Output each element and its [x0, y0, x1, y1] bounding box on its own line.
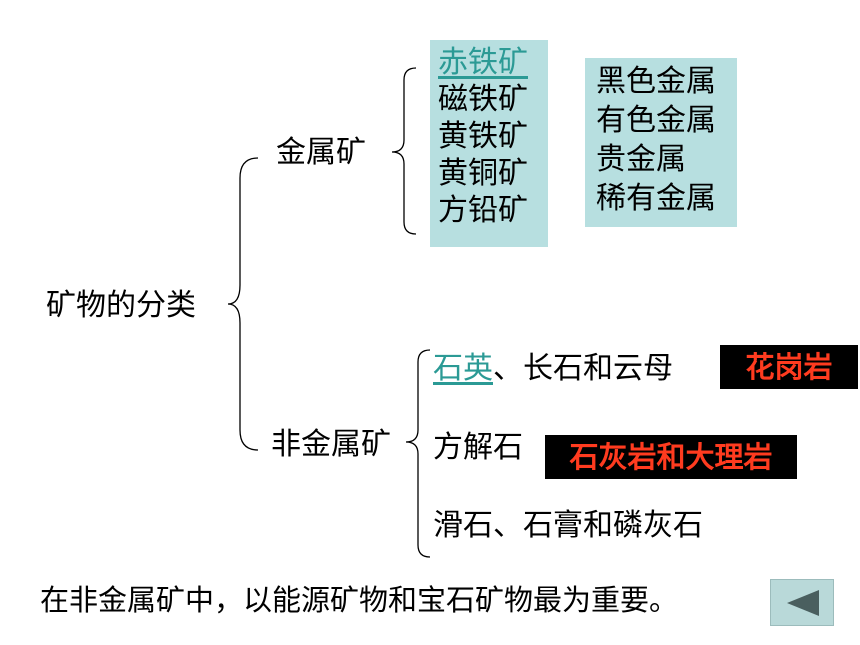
- back-button[interactable]: [770, 579, 834, 626]
- limestone-marble-tag: 石灰岩和大理岩: [545, 435, 797, 479]
- nonmetal-label: 非金属矿: [271, 427, 391, 462]
- metal-ores-box: [430, 40, 548, 247]
- ore-hematite-link[interactable]: 赤铁矿: [438, 45, 528, 80]
- metal-types-list: 黑色金属 有色金属 贵金属 稀有金属: [596, 62, 716, 218]
- footer-note: 在非金属矿中，以能源矿物和宝石矿物最为重要。: [40, 583, 679, 617]
- root-brace: [227, 157, 259, 451]
- ore-pyrite: 黄铁矿: [438, 119, 528, 154]
- root-label: 矿物的分类: [46, 288, 196, 323]
- nonmetal-row-3: 滑石、石膏和磷灰石: [433, 508, 703, 543]
- left-triangle-icon: [787, 590, 819, 616]
- ore-galena: 方铅矿: [438, 193, 528, 228]
- metal-brace: [391, 67, 417, 235]
- metal-types-box: [585, 58, 737, 227]
- type-rare: 稀有金属: [596, 181, 716, 216]
- type-ferrous: 黑色金属: [596, 64, 716, 99]
- nonmetal-row-1: 石英、长石和云母: [433, 349, 673, 389]
- ore-magnetite: 磁铁矿: [438, 82, 528, 117]
- ore-chalcopyrite: 黄铜矿: [438, 156, 528, 191]
- row-1-rest: 、长石和云母: [493, 351, 673, 386]
- metal-ores-list: 赤铁矿 磁铁矿 黄铁矿 黄铜矿 方铅矿: [438, 44, 528, 229]
- type-precious: 贵金属: [596, 142, 686, 177]
- quartz-link[interactable]: 石英: [433, 351, 493, 386]
- metal-label: 金属矿: [276, 135, 366, 170]
- granite-tag: 花岗岩: [720, 345, 858, 389]
- nonmetal-row-2: 方解石: [433, 430, 523, 465]
- nonmetal-brace: [405, 349, 431, 558]
- type-nonferrous: 有色金属: [596, 103, 716, 138]
